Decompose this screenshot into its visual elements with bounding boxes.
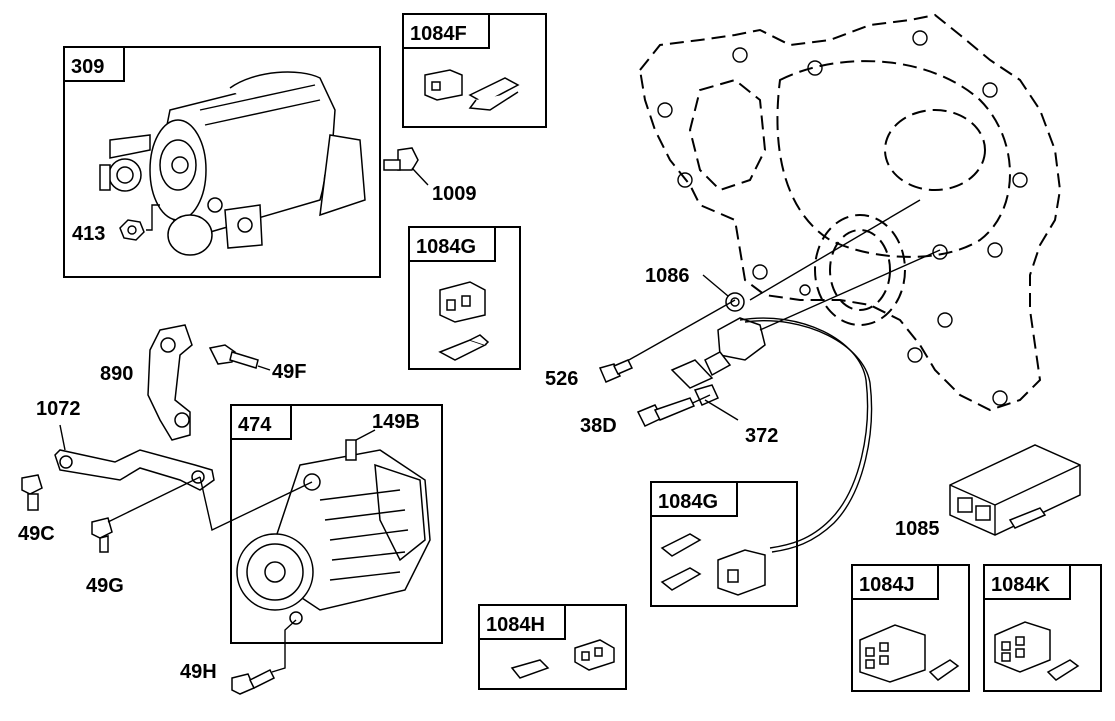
connector-group-1084g-middle: 1084G xyxy=(650,481,798,607)
connector-1084j-label: 1084J xyxy=(859,574,915,596)
starter-group-label: 309 xyxy=(71,56,104,78)
bolt-49f xyxy=(208,344,271,371)
bracket-890 xyxy=(147,324,193,441)
callout-38d: 38D xyxy=(580,415,617,437)
connector-1084g-middle-label: 1084G xyxy=(658,491,718,513)
callout-372: 372 xyxy=(745,425,778,447)
bolt-1009 xyxy=(383,147,429,186)
callout-1086: 1086 xyxy=(645,265,690,287)
bolt-49g xyxy=(91,476,201,553)
starter-group: 309 413 xyxy=(63,46,381,278)
connector-group-1084k: 1084K xyxy=(983,564,1102,692)
callout-1009: 1009 xyxy=(432,183,477,205)
callout-49h: 49H xyxy=(180,661,217,683)
sensor-assembly xyxy=(619,199,941,553)
connector-group-1084h: 1084H xyxy=(478,604,627,690)
callout-890: 890 xyxy=(100,363,133,385)
connector-group-1084f: 1084F xyxy=(402,13,547,128)
connector-1084g-upper-label: 1084G xyxy=(416,236,476,258)
connector-group-1084g-upper: 1084G xyxy=(408,226,521,370)
terminal-149b xyxy=(345,439,357,461)
bolt-49c xyxy=(21,474,43,511)
control-unit-1085 xyxy=(949,444,1081,536)
starter-motor-drawing xyxy=(99,71,366,256)
callout-1085: 1085 xyxy=(895,518,940,540)
bolt-38d xyxy=(636,397,696,427)
connector-1084f-label: 1084F xyxy=(410,23,467,45)
connector-group-1084j: 1084J xyxy=(851,564,970,692)
callout-1072: 1072 xyxy=(36,398,81,420)
callout-413: 413 xyxy=(72,223,105,245)
callout-149b: 149B xyxy=(372,411,420,433)
nut-413 xyxy=(119,219,145,241)
callout-49c: 49C xyxy=(18,523,55,545)
bolt-526 xyxy=(598,359,634,383)
bolt-49h xyxy=(231,619,297,695)
alternator-group: 474 149B xyxy=(199,404,443,644)
connector-1084h-label: 1084H xyxy=(486,614,545,636)
callout-526: 526 xyxy=(545,368,578,390)
callout-49f: 49F xyxy=(272,361,306,383)
callout-49g: 49G xyxy=(86,575,124,597)
alternator-group-label: 474 xyxy=(238,414,272,436)
alternator-drawing xyxy=(236,449,431,625)
engine-housing xyxy=(638,13,1062,412)
connector-1084k-label: 1084K xyxy=(991,574,1050,596)
